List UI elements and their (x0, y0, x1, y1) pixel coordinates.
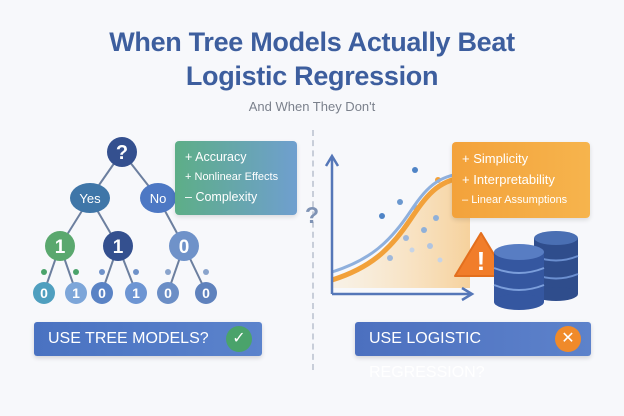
logit-card-item: – Linear Assumptions (462, 190, 580, 211)
logit-card-item-text: Linear Assumptions (471, 194, 568, 206)
minus-sign: – (462, 194, 469, 206)
tree-leaf-node: 1 (65, 282, 87, 304)
tree-card-item-text: Complexity (195, 190, 258, 204)
tree-card-item-text: Nonlinear Effects (194, 171, 279, 183)
close-icon: ✕ (555, 326, 581, 352)
warning-symbol: ! (477, 246, 486, 276)
logit-card-item-text: Interpretability (473, 172, 555, 187)
tree-mid-node: 1 (103, 231, 133, 261)
tree-card-item: + Nonlinear Effects (185, 167, 287, 187)
minus-sign: – (185, 190, 192, 204)
decision-tree-illustration: ? Yes No 1 1 0 0 1 0 1 0 0 (33, 137, 217, 304)
plus-sign: + (462, 151, 470, 166)
tree-leaf-node: 0 (33, 282, 55, 304)
tree-leaf-node: 0 (157, 282, 179, 304)
plus-sign: + (462, 172, 470, 187)
question-mark-icon: ? (304, 202, 320, 228)
tree-leaf-node: 1 (125, 282, 147, 304)
check-icon: ✓ (226, 326, 252, 352)
tree-leaf-label: 0 (164, 285, 172, 301)
tree-root-label: ? (116, 142, 128, 164)
logistic-pros-cons-card: + Simplicity + Interpretability – Linear… (452, 142, 590, 218)
logit-card-item: + Interpretability (462, 169, 580, 190)
tree-leaf-label: 0 (98, 285, 106, 301)
tree-yes-node: Yes (70, 183, 110, 213)
logit-card-item-text: Simplicity (473, 151, 529, 166)
use-logistic-regression-label: USE LOGISTIC REGRESSION? (369, 330, 485, 381)
tree-root-node: ? (107, 137, 137, 167)
subtitle: And When They Don't (248, 99, 376, 114)
tree-pros-cons-card: + Accuracy + Nonlinear Effects – Complex… (175, 141, 297, 215)
tree-mid-label: 0 (179, 237, 190, 258)
tree-leaf-label: 0 (40, 285, 48, 301)
title-line-2: Logistic Regression (185, 61, 439, 91)
tree-mid-node: 0 (169, 231, 199, 261)
tree-leaf-node: 0 (195, 282, 217, 304)
tree-card-item: – Complexity (185, 187, 287, 207)
logit-card-item: + Simplicity (462, 148, 580, 169)
center-divider (312, 130, 314, 370)
tree-card-item-text: Accuracy (195, 150, 247, 164)
tree-mid-node: 1 (45, 231, 75, 261)
use-tree-models-label: USE TREE MODELS? (48, 330, 209, 347)
use-logistic-regression-button[interactable]: USE LOGISTIC REGRESSION? ✕ (355, 322, 591, 381)
tree-leaf-label: 1 (132, 285, 140, 301)
tree-yes-label: Yes (79, 191, 101, 206)
database-icon (493, 231, 579, 310)
tree-mid-label: 1 (55, 237, 66, 258)
title-line-1: When Tree Models Actually Beat (109, 27, 515, 57)
tree-leaf-node: 0 (91, 282, 113, 304)
tree-leaf-label: 0 (202, 285, 210, 301)
chart-axes (324, 153, 475, 302)
tree-mid-label: 1 (113, 237, 124, 258)
tree-card-item: + Accuracy (185, 147, 287, 167)
logistic-curve-illustration (324, 153, 475, 302)
plus-sign: + (185, 171, 192, 183)
tree-no-node: No (140, 183, 176, 213)
use-tree-models-button[interactable]: USE TREE MODELS? ✓ (34, 322, 262, 356)
plus-sign: + (185, 150, 193, 164)
tree-leaf-label: 1 (72, 285, 80, 301)
tree-no-label: No (150, 191, 167, 206)
